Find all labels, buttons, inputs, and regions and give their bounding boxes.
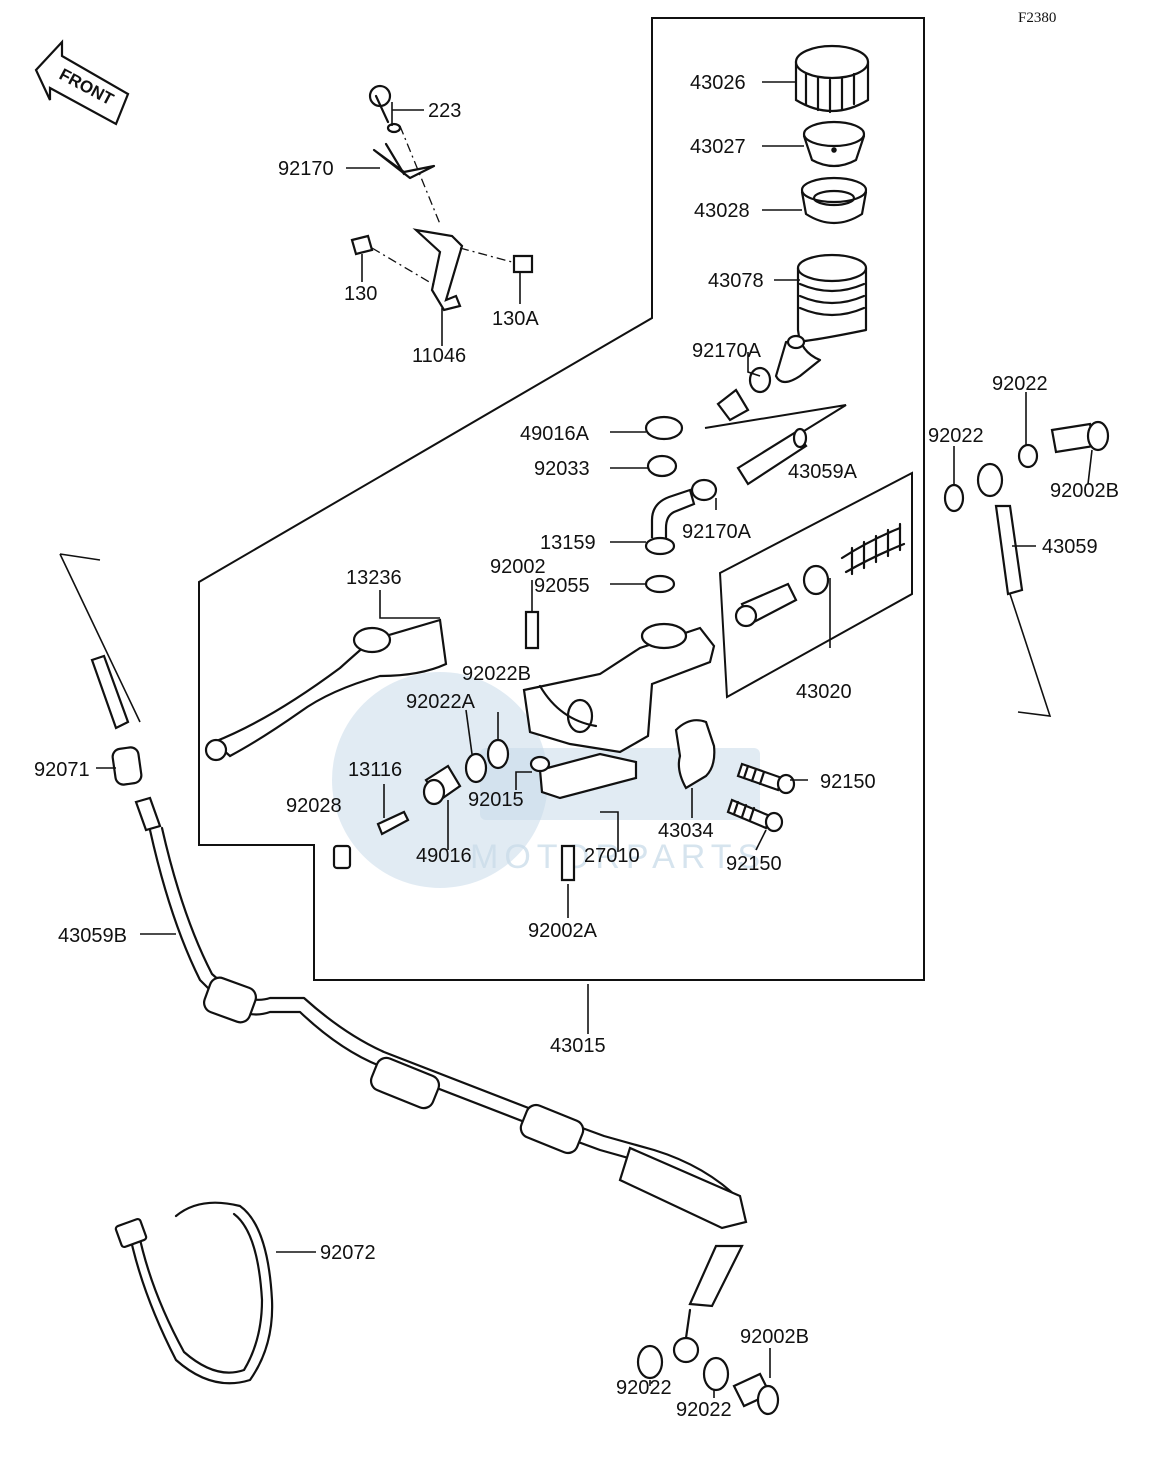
label-92002: 92002 [490, 556, 546, 578]
label-92072: 92072 [320, 1242, 376, 1264]
label-43015: 43015 [550, 1035, 606, 1057]
piston-kit-frame [718, 471, 913, 699]
cable-tie [114, 1201, 274, 1385]
part-labels: 43026 43027 43028 43078 92170A 49016A 92… [34, 72, 1119, 1421]
brake-hose-long [148, 826, 748, 1230]
screw-92002 [524, 610, 540, 650]
reservoir-hose [736, 427, 808, 486]
label-11046: 11046 [412, 345, 466, 367]
brake-switch [538, 752, 638, 800]
label-92150-b: 92150 [726, 853, 782, 875]
label-43026: 43026 [690, 72, 746, 94]
label-130: 130 [344, 283, 377, 305]
clamp-bolt-lower [726, 798, 784, 833]
pushrod [376, 810, 410, 836]
label-92022B: 92022B [462, 663, 531, 685]
label-92002B-right: 92002B [1050, 480, 1119, 502]
label-92055: 92055 [534, 575, 590, 597]
mirror-bracket-group [350, 84, 534, 312]
reservoir-cap [794, 44, 870, 114]
diaphragm-plate [802, 120, 866, 168]
label-43059B: 43059B [58, 925, 127, 947]
label-43020: 43020 [796, 681, 852, 703]
label-92150-a: 92150 [820, 771, 876, 793]
brake-lever [204, 618, 448, 762]
nut-92015 [529, 755, 551, 773]
label-92170A-top: 92170A [692, 340, 762, 362]
label-27010: 27010 [584, 845, 640, 867]
label-92002A: 92002A [528, 920, 598, 942]
hose-clamp-top [716, 366, 772, 422]
brake-hose-top [943, 420, 1110, 717]
diaphragm [800, 176, 868, 225]
master-cylinder-body [522, 622, 716, 754]
label-92071: 92071 [34, 759, 90, 781]
grommet-49016A [644, 415, 684, 441]
front-arrow-icon: FRONT [34, 39, 130, 126]
handlebar-clamp [674, 719, 716, 790]
hose-clamp-mid [690, 478, 718, 502]
washer-92022B [486, 738, 510, 770]
label-43078: 43078 [708, 270, 764, 292]
label-92022-right-2: 92022 [928, 425, 984, 447]
label-92022-right-1: 92022 [992, 373, 1048, 395]
hose-fitting-left [59, 553, 162, 832]
label-92002B-bottom: 92002B [740, 1326, 809, 1348]
label-92033: 92033 [534, 458, 590, 480]
label-92022A: 92022A [406, 691, 476, 713]
label-13236: 13236 [346, 567, 402, 589]
ring-92033 [646, 454, 678, 478]
oring-92055 [644, 574, 676, 594]
elbow-fitting [644, 488, 696, 556]
label-92022-bottom-b: 92022 [676, 1399, 732, 1421]
assembly-frame-43015 [198, 17, 925, 981]
label-92170: 92170 [278, 158, 334, 180]
leader-lines [96, 81, 1093, 1398]
label-92022-bottom-a: 92022 [616, 1377, 672, 1399]
label-43059A: 43059A [788, 461, 858, 483]
label-92170A-mid: 92170A [682, 521, 752, 543]
figure-code: F2380 [1018, 10, 1056, 26]
label-130A: 130A [492, 308, 539, 330]
reservoir [774, 253, 868, 384]
screw-92002A [560, 844, 576, 882]
watermark-text: MOTORPARTS [470, 838, 766, 876]
label-49016A: 49016A [520, 423, 590, 445]
label-43034: 43034 [658, 820, 714, 842]
label-43027: 43027 [690, 136, 746, 158]
label-92015: 92015 [468, 789, 524, 811]
label-43028: 43028 [694, 200, 750, 222]
label-43059: 43059 [1042, 536, 1098, 558]
label-223: 223 [428, 100, 461, 122]
label-92028: 92028 [286, 795, 342, 817]
label-49016: 49016 [416, 845, 472, 867]
cap-92028 [332, 844, 352, 870]
label-13159: 13159 [540, 532, 596, 554]
brake-hose-lower [636, 1244, 780, 1416]
label-13116: 13116 [348, 759, 402, 781]
bushing-end [422, 778, 446, 806]
piston-kit [734, 522, 906, 628]
washer-92022A [464, 752, 488, 784]
